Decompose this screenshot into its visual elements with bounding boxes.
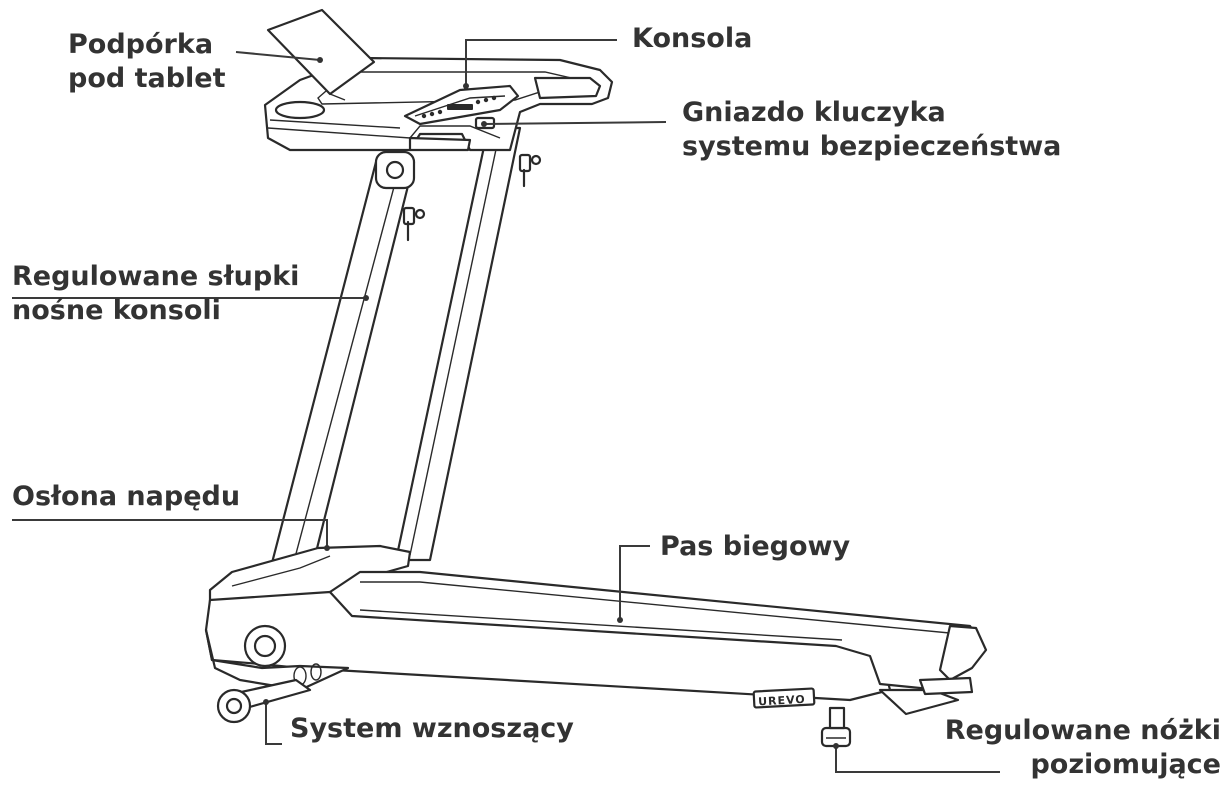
label-console-text: Konsola	[632, 23, 753, 54]
label-console: Konsola	[632, 22, 752, 56]
label-safety-key-line1: Gniazdo kluczyka	[682, 97, 946, 128]
lifting-wheel	[216, 678, 312, 724]
label-safety-key-slot: Gniazdo kluczyka systemu bezpieczeństwa	[682, 96, 1061, 164]
label-safety-key-line2: systemu bezpieczeństwa	[682, 131, 1062, 162]
callout-lines	[12, 39, 1000, 773]
label-running-belt: Pas biegowy	[660, 530, 850, 564]
label-lifting-system: System wznoszący	[290, 712, 574, 746]
console-panel	[403, 84, 520, 130]
post-base-pivot	[243, 624, 287, 668]
label-motor-cover: Osłona napędu	[12, 480, 240, 514]
console-buttons	[421, 95, 497, 119]
label-console-posts-line2: nośne konsoli	[12, 295, 221, 326]
leveling-foot	[820, 706, 852, 748]
tablet-stand	[266, 8, 376, 101]
label-leveling-feet-line2: poziomujące	[1030, 749, 1221, 780]
label-console-posts: Regulowane słupki nośne konsoli	[12, 260, 299, 328]
label-tablet-stand-line2: pod tablet	[68, 63, 226, 94]
brand-logo: UREVO	[758, 693, 806, 708]
label-lifting-system-text: System wznoszący	[290, 713, 574, 744]
label-leveling-feet-line1: Regulowane nóżki	[944, 715, 1221, 746]
label-console-posts-line1: Regulowane słupki	[12, 261, 300, 292]
right-console-post	[394, 126, 542, 562]
label-motor-cover-text: Osłona napędu	[12, 481, 241, 512]
label-tablet-stand: Podpórka pod tablet	[68, 28, 226, 96]
label-tablet-stand-line1: Podpórka	[68, 29, 214, 60]
label-leveling-feet: Regulowane nóżki poziomujące	[945, 714, 1221, 782]
label-running-belt-text: Pas biegowy	[660, 531, 851, 562]
treadmill-deck	[204, 544, 988, 716]
